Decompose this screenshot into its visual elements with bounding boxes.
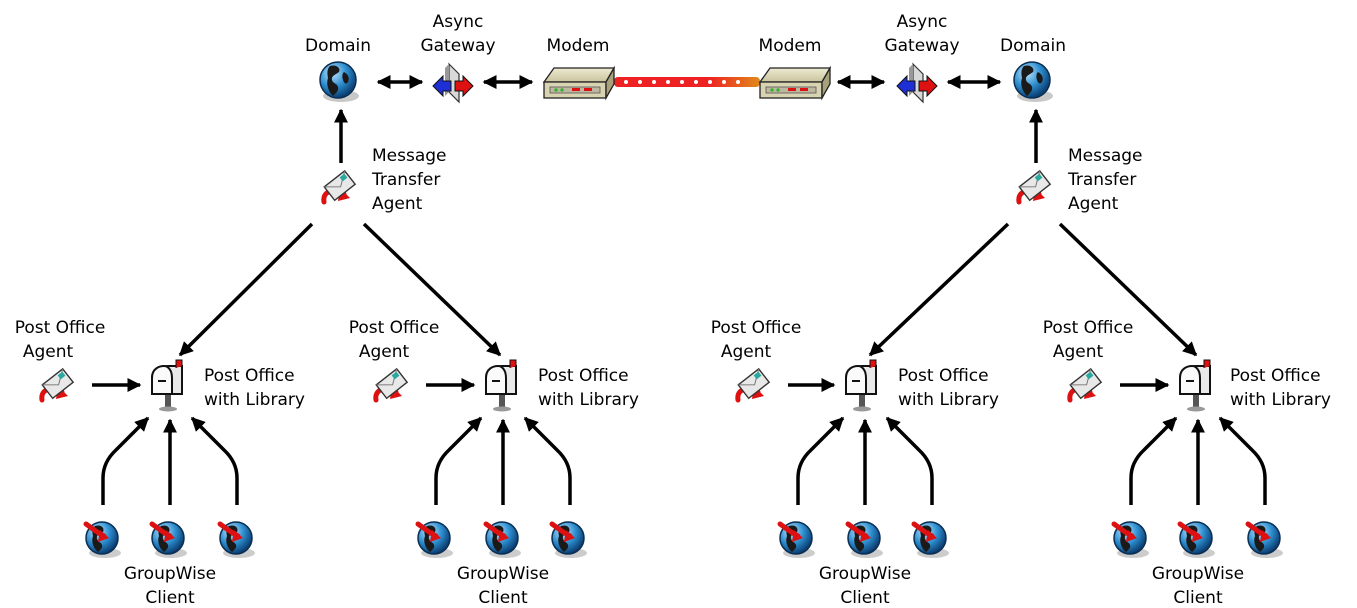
envelope-agent-icon — [738, 369, 769, 400]
mta-label-line1: Message — [1068, 146, 1143, 166]
edge-client-po — [1218, 416, 1267, 505]
client-globe-icon — [1180, 522, 1215, 558]
poa-label-line2: Agent — [721, 342, 772, 362]
client-globe-icon — [1114, 522, 1149, 558]
site-left: Message Transfer Agent Post Office Agent… — [15, 108, 639, 608]
gateway-icon — [896, 63, 938, 103]
globe-icon — [319, 61, 360, 103]
envelope-agent-icon — [1070, 369, 1101, 400]
domain-label: Domain — [305, 36, 371, 56]
edge-client-po — [523, 416, 572, 505]
client-label-line2: Client — [145, 588, 195, 608]
mta-label-line3: Agent — [1068, 194, 1119, 214]
client-globe-icon — [552, 522, 587, 558]
modem-label: Modem — [759, 36, 822, 56]
edge-client-po — [190, 416, 239, 505]
client-label-line1: GroupWise — [819, 564, 911, 584]
edge-mta-po1 — [178, 222, 314, 357]
gateway-label-line2: Gateway — [884, 36, 959, 56]
client-globe-icon — [848, 522, 883, 558]
edge-mta-po2 — [362, 222, 502, 357]
edge-mta-po3 — [868, 222, 1010, 357]
po-label-line1: Post Office — [204, 366, 295, 386]
gateway-icon — [432, 63, 474, 103]
mta-label-line1: Message — [372, 146, 447, 166]
client-globe-icon — [152, 522, 187, 558]
edge-mta-po4 — [1058, 222, 1198, 357]
gateway-label-line1: Async — [433, 12, 484, 32]
edge-client-po — [1129, 416, 1178, 505]
poa-label-line2: Agent — [1053, 342, 1104, 362]
mta-label-line2: Transfer — [1067, 170, 1136, 190]
po-label-line2: with Library — [1230, 390, 1331, 410]
site-right: Message Transfer Agent Post Office Agent… — [711, 108, 1331, 608]
client-label-line2: Client — [478, 588, 528, 608]
poa-label-line2: Agent — [359, 342, 410, 362]
client-label-line1: GroupWise — [124, 564, 216, 584]
envelope-agent-icon — [1019, 171, 1050, 202]
client-label-line2: Client — [840, 588, 890, 608]
envelope-agent-icon — [376, 369, 407, 400]
po-label-line1: Post Office — [1230, 366, 1321, 386]
mta-label-line3: Agent — [372, 194, 423, 214]
poa-label-line1: Post Office — [349, 318, 440, 338]
po-label-line1: Post Office — [898, 366, 989, 386]
gateway-label-line1: Async — [897, 12, 948, 32]
po-label-line2: with Library — [898, 390, 999, 410]
client-globe-icon — [914, 522, 949, 558]
edge-client-po — [434, 416, 483, 505]
po-label-line2: with Library — [204, 390, 305, 410]
modem-icon — [759, 67, 831, 99]
edge-client-po — [885, 416, 934, 505]
poa-label-line2: Agent — [23, 342, 74, 362]
modem-link — [614, 77, 760, 87]
edge-client-po — [796, 416, 845, 505]
edge-client-po — [101, 416, 150, 505]
client-globe-icon — [418, 522, 453, 558]
poa-label-line1: Post Office — [711, 318, 802, 338]
po-label-line2: with Library — [538, 390, 639, 410]
modem-label: Modem — [547, 36, 610, 56]
client-globe-icon — [780, 522, 815, 558]
client-globe-icon — [486, 522, 521, 558]
client-label-line2: Client — [1173, 588, 1223, 608]
globe-icon — [1013, 61, 1054, 103]
poa-label-line1: Post Office — [1043, 318, 1134, 338]
mta-label-line2: Transfer — [371, 170, 440, 190]
client-globe-icon — [220, 522, 255, 558]
envelope-agent-icon — [324, 171, 355, 202]
mailbox-icon — [1179, 359, 1211, 413]
client-label-line1: GroupWise — [1152, 564, 1244, 584]
gateway-label-line2: Gateway — [420, 36, 495, 56]
client-label-line1: GroupWise — [457, 564, 549, 584]
poa-label-line1: Post Office — [15, 318, 106, 338]
mailbox-icon — [845, 359, 877, 413]
mailbox-icon — [485, 359, 517, 413]
po-label-line1: Post Office — [538, 366, 629, 386]
modem-icon — [543, 67, 615, 99]
client-globe-icon — [1248, 522, 1283, 558]
client-globe-icon — [86, 522, 121, 558]
domain-label: Domain — [1000, 36, 1066, 56]
envelope-agent-icon — [42, 369, 73, 400]
mailbox-icon — [151, 359, 183, 413]
